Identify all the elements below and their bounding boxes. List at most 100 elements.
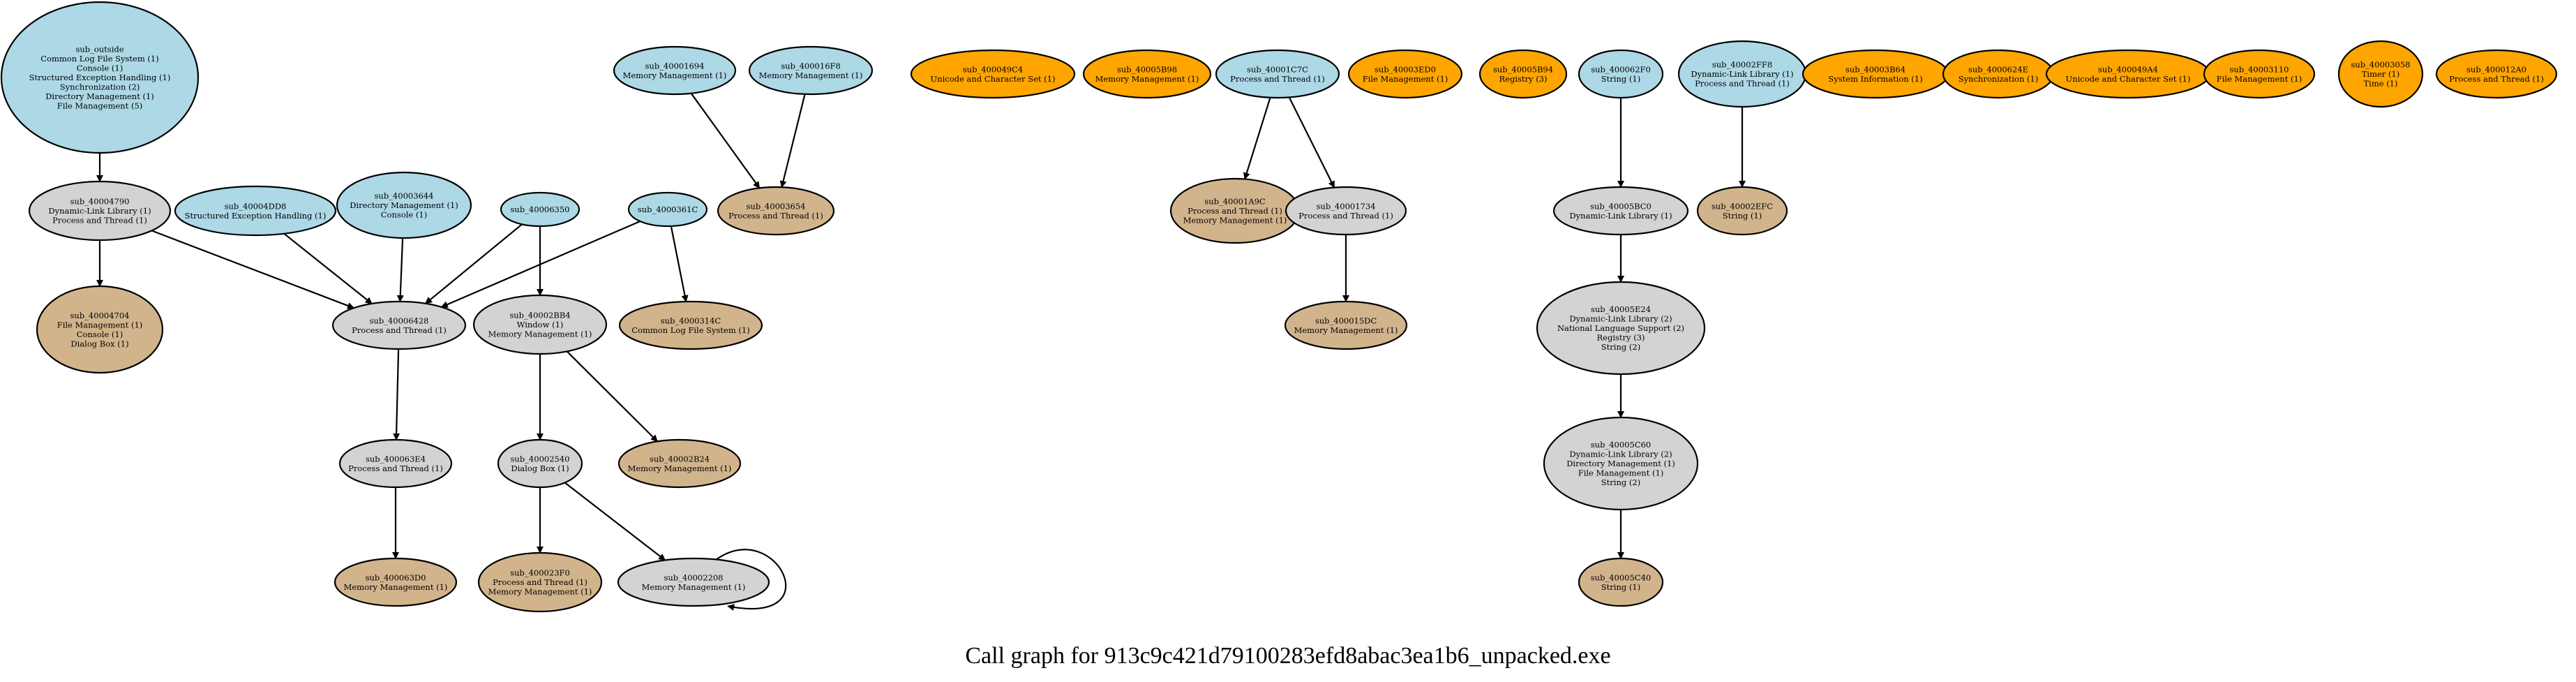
node-ellipse xyxy=(1578,557,1664,607)
node-ellipse xyxy=(717,186,835,236)
node-api-category: String (1) xyxy=(1601,74,1640,84)
node-ellipse xyxy=(2203,49,2316,99)
edge-sub_40006428-to-sub_400063E4 xyxy=(393,348,400,440)
node-api-category: Dialog Box (1) xyxy=(70,339,128,348)
node-api-category: File Management (1) xyxy=(1578,468,1664,478)
node-name: sub_400012A0 xyxy=(2466,64,2526,74)
node-name: sub_4000361C xyxy=(638,205,698,214)
node-ellipse xyxy=(627,191,708,228)
node-api-category: Console (1) xyxy=(77,329,123,339)
node-name: sub_40003058 xyxy=(2351,60,2411,70)
node-name: sub_40002FF8 xyxy=(1712,60,1772,70)
node-name: sub_40003ED0 xyxy=(1375,64,1436,74)
edge-sub_400016F8-to-sub_40003654 xyxy=(779,94,806,188)
node-api-category: Unicode and Character Set (1) xyxy=(2066,74,2191,84)
node-name: sub_40003654 xyxy=(747,201,806,211)
node-api-category: Synchronization (2) xyxy=(60,82,140,92)
node-api-category: Process and Thread (1) xyxy=(493,577,587,587)
edge-sub_40001C7C-to-sub_40001734 xyxy=(1288,96,1335,188)
node-api-category: File Management (1) xyxy=(57,320,143,329)
node-ellipse xyxy=(617,557,770,607)
edge-sub_40004790-to-sub_40006428 xyxy=(151,230,355,309)
node-api-category: Process and Thread (1) xyxy=(348,464,443,473)
node-name: sub_40005B98 xyxy=(1117,64,1177,74)
edge-sub_40003644-to-sub_40006428 xyxy=(396,237,404,302)
node-api-category: National Language Support (2) xyxy=(1557,323,1684,333)
edge-sub_40006350-to-sub_40006428 xyxy=(425,223,523,304)
node-name: sub_40003110 xyxy=(2230,64,2289,74)
node-api-category: Dynamic-Link Library (2) xyxy=(1569,314,1672,324)
node-api-category: File Management (1) xyxy=(1363,74,1448,84)
node-ellipse xyxy=(617,438,742,489)
node-ellipse xyxy=(1284,300,1408,350)
node-name: sub_4000624E xyxy=(1968,64,2028,74)
node-api-category: Console (1) xyxy=(381,210,427,220)
node-api-category: Process and Thread (1) xyxy=(352,325,447,335)
node-name: sub_40002540 xyxy=(511,454,570,464)
node-api-category: Console (1) xyxy=(77,64,123,73)
node-api-category: Memory Management (1) xyxy=(628,464,732,473)
node-ellipse xyxy=(1215,49,1340,99)
node-ellipse xyxy=(1552,186,1689,236)
node-ellipse xyxy=(1478,49,1568,99)
node-name: sub_40002B24 xyxy=(650,454,710,464)
node-api-category: Memory Management (1) xyxy=(1095,74,1199,84)
node-ellipse xyxy=(613,45,737,96)
node-api-category: Process and Thread (1) xyxy=(1230,74,1325,84)
node-name: sub_40004704 xyxy=(70,311,130,320)
node-ellipse xyxy=(331,300,467,350)
node-api-category: Structured Exception Handling (1) xyxy=(29,73,171,82)
node-api-category: Unicode and Character Set (1) xyxy=(931,74,1056,84)
node-ellipse xyxy=(2337,40,2424,108)
edge-sub_40002208-to-sub_40002208 xyxy=(715,549,787,611)
node-api-category: Memory Management (1) xyxy=(1183,216,1287,225)
node-ellipse xyxy=(1536,281,1706,376)
node-api-category: Process and Thread (1) xyxy=(728,211,823,221)
node-name: sub_400023F0 xyxy=(510,568,570,578)
edge-sub_4000361C-to-sub_4000314C xyxy=(670,225,689,303)
node-name: sub_40006428 xyxy=(370,316,429,325)
node-api-category: Window (1) xyxy=(517,320,564,329)
node-ellipse xyxy=(472,294,608,355)
node-ellipse xyxy=(1347,49,1463,99)
node-api-category: File Management (1) xyxy=(2217,74,2302,84)
node-name: sub_40001734 xyxy=(1317,201,1376,211)
node-name: sub_400062F0 xyxy=(1591,64,1651,74)
node-api-category: Memory Management (1) xyxy=(1294,325,1398,335)
node-ellipse xyxy=(36,285,164,374)
node-ellipse xyxy=(28,180,172,242)
node-name: sub_40005B94 xyxy=(1493,64,1553,74)
node-name: sub_400015DC xyxy=(1315,316,1377,325)
node-api-category: Common Log File System (1) xyxy=(40,54,158,64)
node-api-category: Directory Management (1) xyxy=(45,91,154,101)
node-sub_40006350: sub_40006350 xyxy=(500,191,581,228)
node-ellipse xyxy=(618,300,763,350)
node-ellipse xyxy=(336,171,472,239)
node-api-category: Process and Thread (1) xyxy=(1298,211,1393,221)
node-api-category: Structured Exception Handling (1) xyxy=(185,211,327,221)
node-ellipse xyxy=(1543,416,1699,511)
edge-sub_40001694-to-sub_40003654 xyxy=(690,93,761,189)
node-api-category: Dialog Box (1) xyxy=(511,464,569,473)
node-name: sub_40003B64 xyxy=(1845,64,1905,74)
node-api-category: Process and Thread (1) xyxy=(1188,206,1282,216)
node-name: sub_40001694 xyxy=(645,61,705,71)
node-name: sub_4000314C xyxy=(661,316,721,325)
node-ellipse xyxy=(748,45,874,96)
